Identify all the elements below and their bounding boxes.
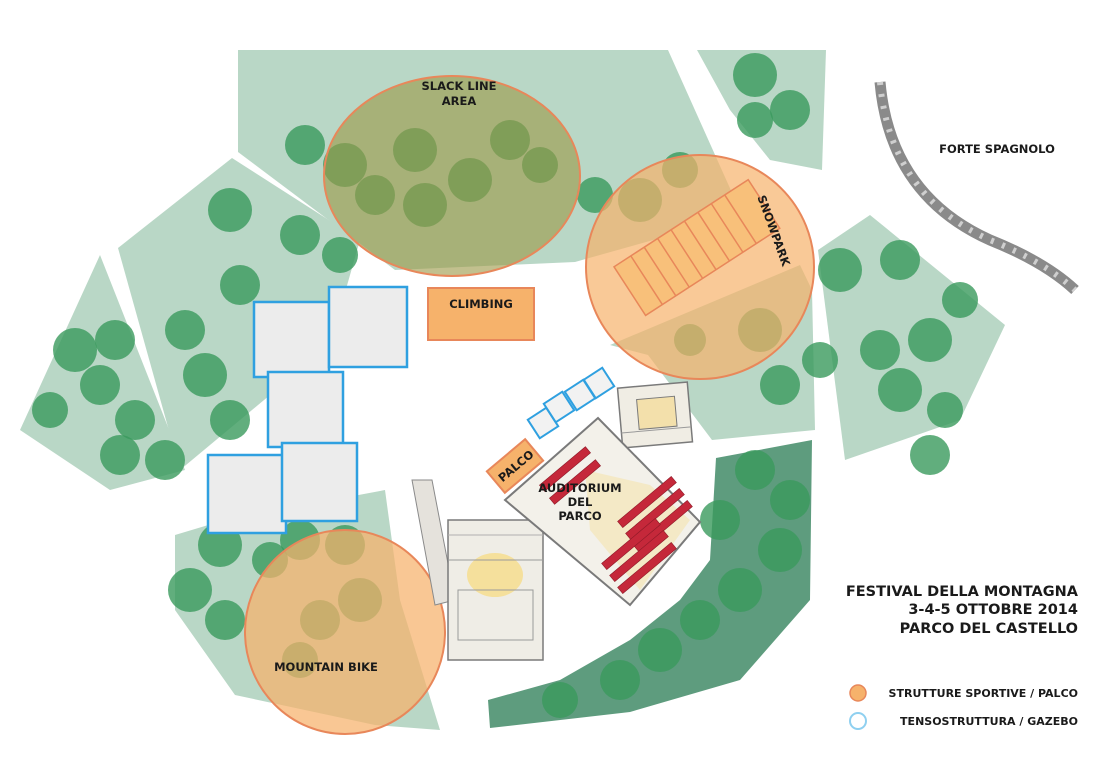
auditorium-label: AUDITORIUM <box>538 481 621 495</box>
snowpark-ramp <box>612 178 781 317</box>
tree-icon <box>880 240 920 280</box>
tree-icon <box>802 342 838 378</box>
legend-label-sport: STRUTTURE SPORTIVE / PALCO <box>889 687 1078 700</box>
tree-icon <box>208 188 252 232</box>
tree-icon <box>285 125 325 165</box>
tree-icon <box>770 480 810 520</box>
event-dates: 3-4-5 OTTOBRE 2014 <box>908 602 1078 618</box>
auditorium-building[interactable] <box>503 416 702 607</box>
tree-icon <box>168 568 212 612</box>
tree-icon <box>680 600 720 640</box>
tree-icon <box>735 450 775 490</box>
gazebo[interactable] <box>252 300 331 379</box>
legend-swatch-gazebo <box>849 712 867 730</box>
tree-icon <box>910 435 950 475</box>
tree-icon <box>165 310 205 350</box>
tree-icon <box>818 248 862 292</box>
tree-icon <box>942 282 978 318</box>
tree-icon <box>115 400 155 440</box>
tree-icon <box>100 435 140 475</box>
auditorium-label-2: DEL <box>568 495 593 509</box>
tree-icon <box>210 400 250 440</box>
tree-icon <box>95 320 135 360</box>
tree-icon <box>577 177 613 213</box>
tree-icon <box>183 353 227 397</box>
gazebo-small[interactable] <box>582 366 616 400</box>
climbing-wall[interactable] <box>427 287 535 341</box>
slackline-label: SLACK LINE <box>422 79 497 93</box>
building-southwest <box>411 479 544 661</box>
tree-icon <box>737 102 773 138</box>
legend-swatch-sport <box>849 684 867 702</box>
tree-icon <box>638 628 682 672</box>
climbing-label: CLIMBING <box>449 297 513 311</box>
tree-icon <box>927 392 963 428</box>
tree-icon <box>220 265 260 305</box>
event-location: PARCO DEL CASTELLO <box>900 621 1078 637</box>
building-east <box>616 381 694 449</box>
tree-icon <box>760 365 800 405</box>
tree-icon <box>758 528 802 572</box>
tree-icon <box>145 440 185 480</box>
tree-icon <box>542 682 578 718</box>
slackline-area[interactable] <box>323 75 581 277</box>
gazebo[interactable] <box>266 370 345 449</box>
fortress-wall-pattern <box>877 81 1078 293</box>
snowpark-area[interactable] <box>585 154 815 380</box>
tree-icon <box>53 328 97 372</box>
gazebo-grid[interactable] <box>206 285 409 535</box>
tree-icon <box>32 392 68 428</box>
tree-icon <box>600 660 640 700</box>
tree-icon <box>908 318 952 362</box>
palco-stage[interactable] <box>485 437 545 495</box>
tree-icon <box>770 90 810 130</box>
tree-icon <box>718 568 762 612</box>
gazebo[interactable] <box>280 441 359 523</box>
mountain-bike-label: MOUNTAIN BIKE <box>274 660 378 674</box>
slackline-label-2: AREA <box>442 94 477 108</box>
event-title-line1: FESTIVAL DELLA MONTAGNA <box>846 584 1079 600</box>
auditorium-seating <box>539 446 693 594</box>
legend: STRUTTURE SPORTIVE / PALCO TENSOSTRUTTUR… <box>849 684 1078 730</box>
tree-icon <box>205 600 245 640</box>
tree-icon <box>860 330 900 370</box>
forte-spagnolo-label: FORTE SPAGNOLO <box>939 142 1055 156</box>
mountain-bike-area[interactable] <box>244 529 446 735</box>
small-gazebos[interactable] <box>526 366 616 440</box>
tree-icon <box>878 368 922 412</box>
auditorium-label-3: PARCO <box>558 509 602 523</box>
tree-icon <box>733 53 777 97</box>
event-title: FESTIVAL DELLA MONTAGNA 3-4-5 OTTOBRE 20… <box>846 584 1079 637</box>
tree-icon <box>322 237 358 273</box>
tree-icon <box>700 500 740 540</box>
tree-icon <box>80 365 120 405</box>
gazebo[interactable] <box>206 453 288 535</box>
legend-label-gazebo: TENSOSTRUTTURA / GAZEBO <box>900 715 1078 728</box>
tree-icon <box>280 215 320 255</box>
gazebo[interactable] <box>327 285 409 369</box>
gazebo-small[interactable] <box>542 390 576 424</box>
